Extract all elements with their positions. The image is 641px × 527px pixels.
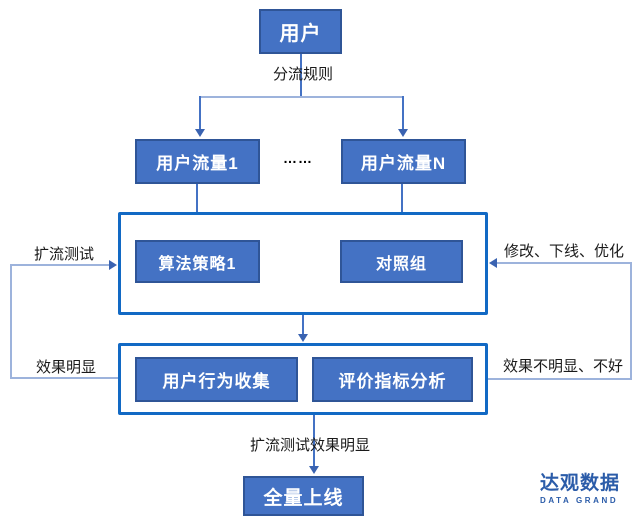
arrowhead-to-eval-container: [298, 334, 308, 342]
datagrand-logo: 达观数据 DATA GRAND: [540, 473, 635, 506]
edge-label-split-rule: 分流规则: [272, 66, 333, 83]
arrowhead-to-flow1: [195, 129, 205, 137]
loop-left-bottom-segment: [10, 377, 118, 379]
loop-left-vertical-segment: [10, 264, 12, 379]
node-full-launch: 全量上线: [243, 476, 364, 516]
arrowhead-modify: [489, 258, 497, 268]
node-flow1: 用户流量1: [135, 139, 260, 184]
edge-label-effect-obvious: 效果明显: [35, 359, 96, 376]
node-control-group: 对照组: [340, 240, 463, 283]
node-metric-analysis: 评价指标分析: [312, 357, 473, 402]
connector-flowN-down: [401, 184, 403, 228]
node-user: 用户: [259, 9, 342, 54]
connector-eval-to-launch: [313, 415, 315, 467]
edge-label-expand-test-effect: 扩流测试效果明显: [249, 437, 370, 454]
edge-label-expand-test: 扩流测试: [33, 246, 94, 263]
connector-user-down: [300, 54, 302, 98]
connector-split-right-drop: [402, 96, 404, 130]
connector-split-left-drop: [199, 96, 201, 130]
loop-right-top-segment: [496, 262, 632, 264]
arrowhead-to-flowN: [398, 129, 408, 137]
ellipsis-between-flows: ……: [283, 150, 313, 166]
arrowhead-to-launch: [309, 466, 319, 474]
edge-label-effect-not-obvious: 效果不明显、不好: [502, 358, 623, 375]
loop-right-vertical-segment: [630, 262, 632, 380]
connector-flow1-down: [196, 184, 198, 228]
edge-label-modify-offline-optimize: 修改、下线、优化: [503, 243, 624, 260]
loop-left-top-segment: [10, 264, 110, 266]
logo-cn-text: 达观数据: [540, 473, 621, 494]
logo-en-text: DATA GRAND: [540, 496, 619, 505]
connector-strategies-to-eval: [302, 315, 304, 335]
node-strategy1: 算法策略1: [135, 240, 260, 283]
loop-right-bottom-segment: [488, 378, 632, 380]
connector-split-horizontal: [199, 96, 404, 98]
node-behavior-collect: 用户行为收集: [135, 357, 298, 402]
arrowhead-expand-test: [109, 260, 117, 270]
node-flowN: 用户流量N: [341, 139, 466, 184]
